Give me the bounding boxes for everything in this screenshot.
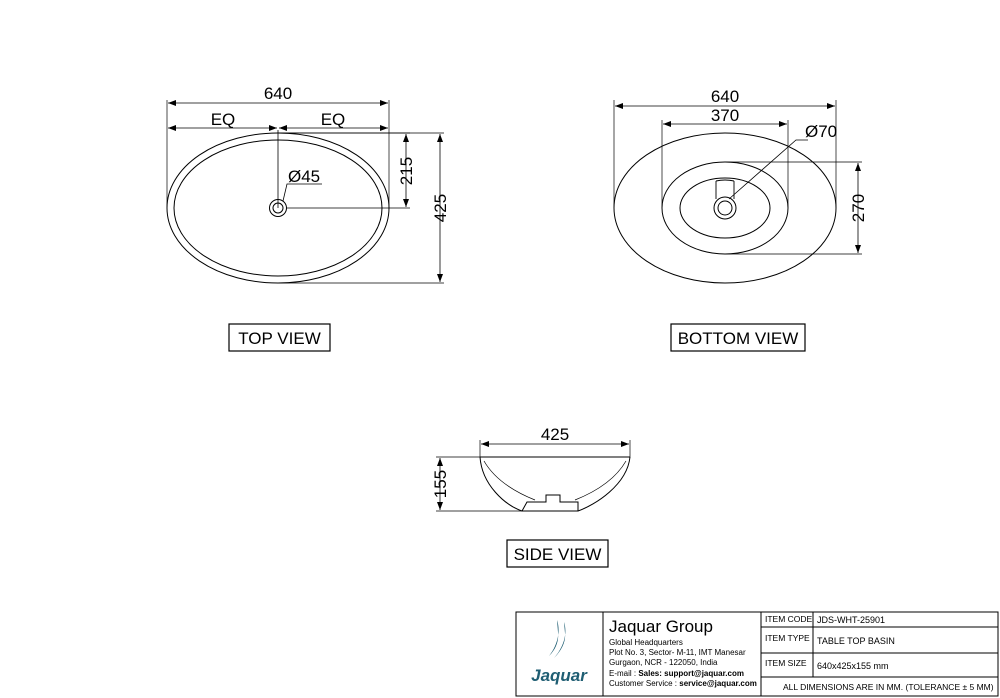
side-dim-155: 155 [431,470,450,498]
bottom-dim-370: 370 [711,106,739,125]
item-size-label: ITEM SIZE [765,658,807,668]
email-prefix: E-mail : [609,669,638,678]
item-code-label: ITEM CODE [765,614,813,624]
bottom-view-label-box [670,323,806,352]
bottom-foot-inner [679,177,771,239]
bottom-foot-outer [661,161,789,255]
bottom-dim-270: 270 [849,194,868,222]
top-view-label-box [228,323,331,352]
address-line-2: Plot No. 3, Sector- M-11, IMT Manesar [609,648,746,657]
leader-drain [728,139,808,200]
bottom-view [613,100,862,284]
top-dim-425: 425 [431,194,450,222]
company-name: Jaquar Group [609,617,713,636]
address-line-1: Global Headquarters [609,638,683,647]
side-body-inner [483,460,536,501]
side-view-label: SIDE VIEW [514,545,602,564]
side-view-label-box [506,539,609,568]
top-dim-215: 215 [397,157,416,185]
logo-wordmark: Jaquar [531,666,588,685]
item-size-value: 640x425x155 mm [817,661,889,671]
title-block [515,611,999,697]
side-dim-425: 425 [541,425,569,444]
top-view [166,100,444,284]
side-foot [521,494,579,512]
top-view-label: TOP VIEW [238,329,321,348]
address-line-3: Gurgaon, NCR - 122050, India [609,658,718,667]
email-line: E-mail : Sales: support@jaquar.com [609,669,744,678]
top-dim-eq-right: EQ [321,110,346,129]
dimensions-note: ALL DIMENSIONS ARE IN MM. (TOLERANCE ± 5… [783,682,994,692]
top-dim-hole: Ø45 [288,167,320,186]
bottom-drain-inner [717,200,733,216]
bottom-dim-640: 640 [711,87,739,106]
bottom-outer [613,132,837,284]
service-value: service@jaquar.com [679,679,757,688]
top-dim-eq-left: EQ [211,110,236,129]
jaquar-logo: Jaquar [531,620,588,685]
service-prefix: Customer Service : [609,679,679,688]
bottom-dim-drain: Ø70 [805,122,837,141]
item-type-label: ITEM TYPE [765,633,810,643]
overflow-channel [715,179,735,199]
item-code-value: JDS-WHT-25901 [817,615,885,625]
item-type-value: TABLE TOP BASIN [817,636,895,646]
email-value: Sales: support@jaquar.com [638,669,744,678]
side-view [436,440,631,512]
bottom-view-label: BOTTOM VIEW [678,329,799,348]
logo-mark-icon [549,620,566,658]
side-body-inner-right [574,460,627,501]
top-dim-640: 640 [264,84,292,103]
bottom-drain-outer [713,196,737,220]
leader-hole [282,183,322,202]
service-line: Customer Service : service@jaquar.com [609,679,757,688]
side-body-outer [479,456,631,512]
